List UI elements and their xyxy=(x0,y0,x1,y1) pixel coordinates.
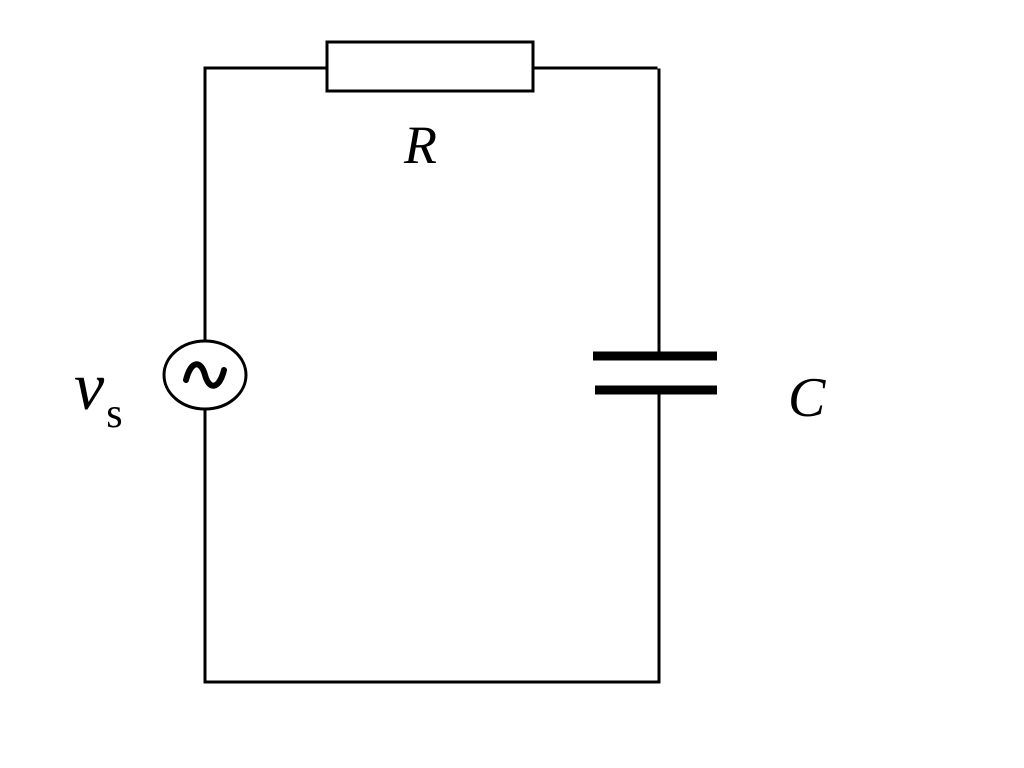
source-label: vs xyxy=(74,352,123,435)
source-label-main: v xyxy=(74,348,105,424)
resistor-label: R xyxy=(404,115,437,175)
sine-wave-icon xyxy=(183,361,227,389)
source-label-subscript: s xyxy=(106,391,123,437)
ac-source-symbol xyxy=(162,339,248,411)
resistor-symbol xyxy=(325,40,535,93)
capacitor-symbol xyxy=(593,351,717,395)
capacitor-label: C xyxy=(788,367,826,429)
